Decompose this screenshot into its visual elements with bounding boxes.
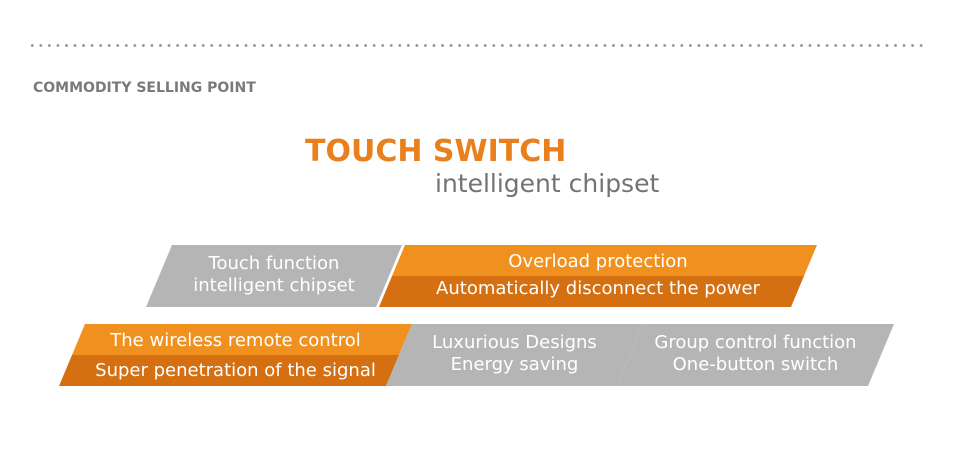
feature-line-1: Overload protection xyxy=(508,251,688,272)
feature-tile-overload-protection: Overload protection Automatically discon… xyxy=(379,245,817,307)
feature-line-2: Energy saving xyxy=(450,354,579,375)
feature-tile-luxurious-designs: Luxurious Designs Energy saving xyxy=(386,324,643,386)
tile-shape xyxy=(379,245,817,307)
feature-tile-touch-function: Touch function intelligent chipset xyxy=(146,245,402,307)
feature-line-2: Automatically disconnect the power xyxy=(436,278,760,299)
feature-line-1: Touch function xyxy=(208,253,340,274)
dotted-divider xyxy=(28,44,924,47)
hero-subtitle: intelligent chipset xyxy=(435,169,660,198)
feature-line-1: The wireless remote control xyxy=(110,330,361,351)
feature-tile-group-control: Group control function One-button switch xyxy=(617,324,894,386)
feature-line-2: One-button switch xyxy=(672,354,839,375)
tile-shape xyxy=(617,324,894,386)
tile-shape xyxy=(386,324,643,386)
feature-tile-wireless-remote: The wireless remote control Super penetr… xyxy=(59,324,412,386)
feature-line-2: Super penetration of the signal xyxy=(95,360,376,381)
hero-title: TOUCH SWITCH xyxy=(305,134,567,169)
section-label: COMMODITY SELLING POINT xyxy=(33,80,256,96)
tile-shape xyxy=(146,245,402,307)
feature-line-1: Luxurious Designs xyxy=(432,332,597,353)
tile-shape xyxy=(59,324,412,386)
feature-line-2: intelligent chipset xyxy=(193,275,355,296)
feature-line-1: Group control function xyxy=(654,332,857,353)
